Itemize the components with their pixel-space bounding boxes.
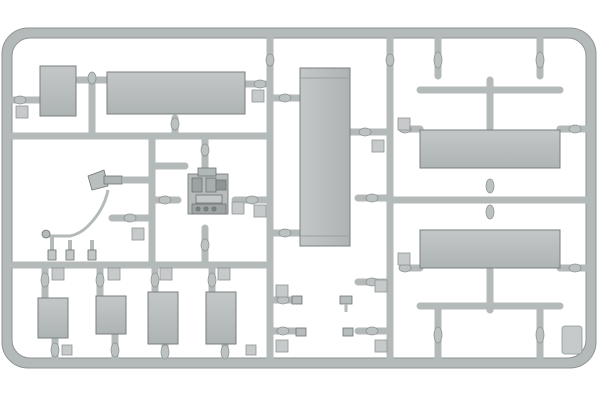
panel-center-tall xyxy=(299,67,351,247)
part-box-1 xyxy=(37,297,69,339)
small-bits xyxy=(291,295,354,337)
panel-top-long xyxy=(106,71,246,115)
mechanism-part xyxy=(187,167,229,215)
small-box-parts xyxy=(37,291,237,345)
part-box-2 xyxy=(95,295,127,335)
part-box-4 xyxy=(205,291,237,345)
panel-right-lower xyxy=(419,229,561,269)
panel-right-upper xyxy=(419,129,561,169)
large-panels xyxy=(39,65,561,269)
lamp-part xyxy=(41,169,140,261)
mold-tabs xyxy=(15,89,583,356)
part-box-3 xyxy=(147,291,179,345)
panel-top-square xyxy=(39,65,77,117)
